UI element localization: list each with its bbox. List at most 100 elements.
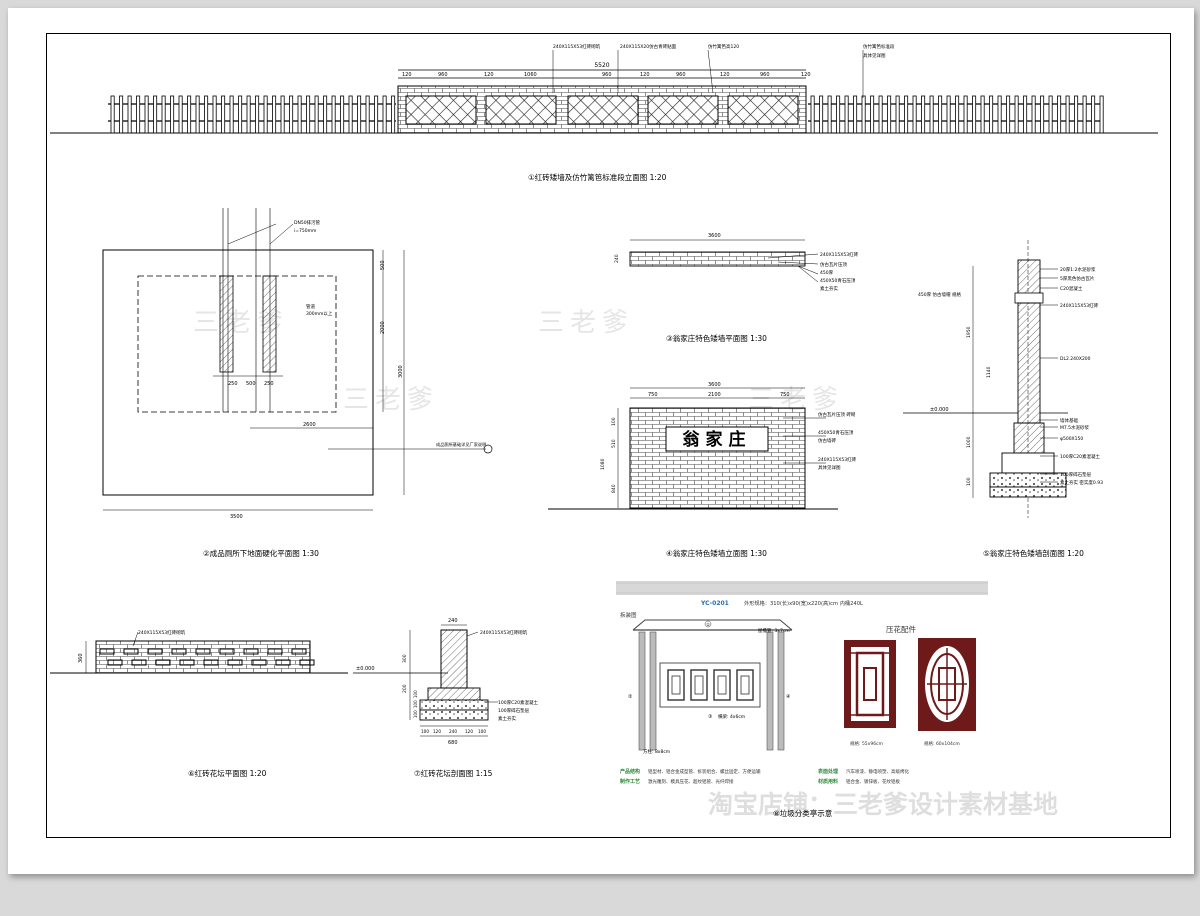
view3-dim-top: 3600 [708,233,721,239]
view4-note-4: 240X115X53红砖 [818,456,857,463]
view6-planter-plan: 360 240X115X53红砖砌筑 ±0.000 ⑥红砖花坛平面图 1:20 [50,629,448,778]
view4-note-2: 450X50青石压顶 [818,429,854,436]
fence-picket [1065,95,1070,134]
fence-picket [912,95,917,134]
view5-level: ±0.000 [930,407,949,413]
view7-bottom-dim: 240 [449,729,457,734]
fence-picket [374,95,379,134]
view6-level: ±0.000 [356,666,375,672]
view4-note-5: 具体见详图 [818,464,841,471]
view3-title: ③翁家庄特色矮墙平面图 1:30 [666,333,767,343]
fence-picket [827,95,832,134]
product-section-title: 压花配件 [886,624,916,634]
lattice-panel [405,95,477,125]
planter-brick-pattern [99,648,315,666]
view5-note: 100厚碎石垫层 [1060,471,1092,478]
view2-note-1: DN50排污管 [294,219,321,226]
watermark-3: 三老爹 [538,308,634,338]
fence-picket [1014,95,1019,134]
fence-picket [255,95,260,134]
planter-brick [227,659,243,666]
view1-dim-label: 1060 [524,72,537,78]
fence-picket [136,95,141,134]
view1-dim-label: 960 [760,72,770,78]
view5-note: φ500X150 [1060,436,1083,442]
spec-key-1: 产品结构 [620,768,640,775]
product-label-2: 横梁: 4x6cm [718,713,745,720]
view1-note-1: 240X115X53红砖砌筑 [553,43,601,50]
view4-dim-l2: 510 [611,439,617,448]
panel-size-2: 规格: 60x104cm [924,740,960,747]
fence-picket [1057,95,1062,134]
fence-picket [870,95,875,134]
view3-dim-left: 240 [614,254,620,263]
view4-dim-l3: 1080 [600,458,606,470]
pavilion-bin-panel [667,669,685,701]
fence-picket [289,95,294,134]
fence-picket [946,95,951,134]
view7-dim-h1: 300 [402,654,408,663]
watermark-2: 三老爹 [343,385,439,415]
wall-sign-text: 翁家庄 [683,429,752,450]
view2-dim-2600: 2600 [303,422,316,428]
fence-picket [853,95,858,134]
view2-toilet-plan: DN50排污管 i=750mm 管道 300mm以上 250 500 250 2… [102,208,493,558]
planter-brick [243,648,259,655]
view2-dim-500: 500 [380,260,386,270]
fence-picket [365,95,370,134]
fence-picket [1074,95,1079,134]
view8-title: ⑧垃圾分类亭示意 [773,808,832,818]
fence-picket [314,95,319,134]
fence-picket [1099,95,1104,134]
view4-note-1: 仿古瓦片压顶 砖砌 [818,411,856,418]
view4-dim-seg1: 750 [648,392,658,398]
view4-dim-seg3: 750 [780,392,790,398]
view2-note-3: 管道 [306,303,315,310]
spec-key-4: 材质用料 [818,778,838,785]
planter-brick [107,659,123,666]
fence-picket [221,95,226,134]
shop-watermark: 淘宝店铺：三老爹设计素材基地 [708,790,1058,819]
view3-note-2: 仿古瓦片压顶 [820,261,847,268]
view7-dim-total: 680 [448,740,458,746]
planter-brick [275,659,291,666]
fence-picket [331,95,336,134]
view5-note: DL2.240X200 [1060,356,1091,362]
fence-picket [348,95,353,134]
lattice-panel [567,95,639,125]
pavilion-bin-inner [671,675,681,695]
lattice-panels [405,95,799,125]
fence-picket [272,95,277,134]
fence-picket [297,95,302,134]
pavilion-bin-inner [740,675,750,695]
view1-note-3: 仿竹篱笆高120 [708,43,739,50]
planter-brick [123,648,139,655]
product-label-1: 屋檐管: 3x7cm [758,627,790,634]
view2-dim-2000: 2000 [380,321,386,334]
fence-picket [1040,95,1045,134]
circle-label-3: ③ [708,714,712,720]
wall-sign-plate [665,426,769,452]
fence-picket [1023,95,1028,134]
fence-picket [955,95,960,134]
spec-val-4: 铝合金、镀锌板、花纹铝板 [846,778,900,785]
view4-title: ④翁家庄特色矮墙立面图 1:30 [666,548,767,558]
view1-note-5: 具体见详图 [863,52,886,59]
pavilion-bin-inner [694,675,704,695]
planter-brick [155,659,171,666]
drawing-frame [46,33,1171,838]
fence-picket [238,95,243,134]
fence-picket [246,95,251,134]
view7-bottom-dim: 100 [478,729,486,734]
view1-dim-label: 120 [801,72,811,78]
product-chaitu: 拆装图 [620,611,637,619]
planter-brick [203,659,219,666]
fence-picket [323,95,328,134]
view2-dim-250b: 250 [264,381,274,387]
view1-dim-label: 120 [720,72,730,78]
view4-dim-top: 3600 [708,382,721,388]
product-spec: 外形规格：310(长)x90(宽)x220(高)cm 内桶240L [744,599,863,607]
view4-note-3: 仿古墙砖 [818,437,836,444]
